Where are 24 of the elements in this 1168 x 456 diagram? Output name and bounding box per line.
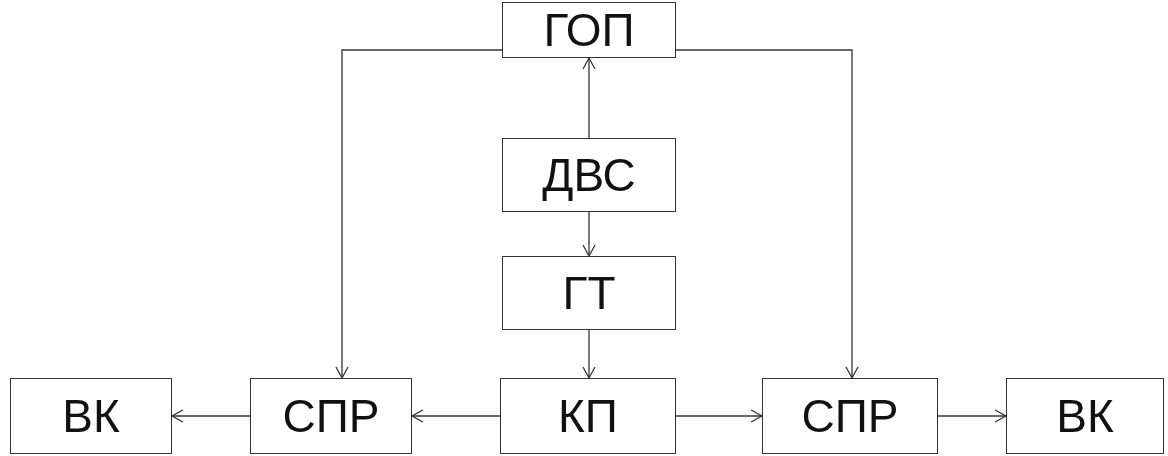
box-label: СПР — [801, 393, 899, 439]
box-label: ГТ — [562, 270, 616, 316]
arrow — [675, 409, 763, 423]
arrow — [171, 409, 251, 423]
process-box — [500, 378, 676, 454]
box-label: КП — [558, 393, 618, 439]
arrow — [411, 409, 501, 423]
arrow — [937, 409, 1007, 423]
arrow — [335, 49, 503, 379]
arrow — [675, 49, 859, 379]
arrow — [582, 211, 596, 257]
box-label: ВК — [62, 393, 120, 439]
arrow — [582, 329, 596, 379]
process-box — [762, 378, 938, 454]
process-box — [502, 256, 676, 330]
arrow — [582, 57, 596, 139]
process-box — [250, 378, 412, 454]
process-box — [502, 2, 676, 58]
box-label: ВК — [1056, 393, 1114, 439]
box-label: ГОП — [543, 7, 635, 53]
process-box — [502, 138, 676, 212]
process-box — [1006, 378, 1164, 454]
box-label: СПР — [282, 393, 380, 439]
process-box — [10, 378, 172, 454]
